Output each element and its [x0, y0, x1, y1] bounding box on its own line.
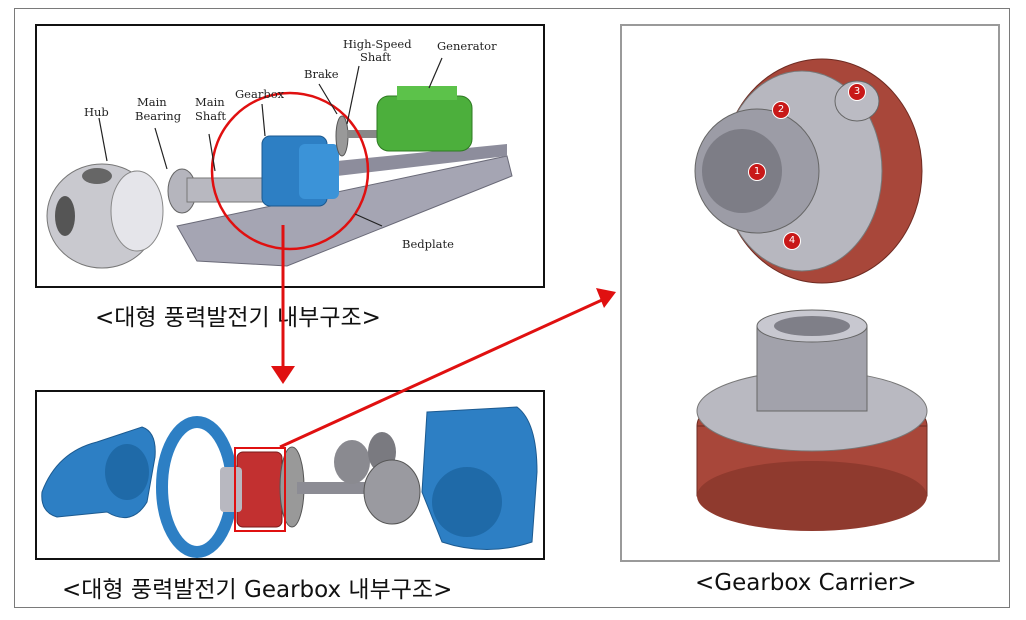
- label-gearbox: Gearbox: [235, 87, 285, 101]
- label-bedplate: Bedplate: [402, 237, 454, 251]
- generator-shape: [376, 95, 473, 152]
- gearbox-highlight-circle: [210, 91, 370, 251]
- label-brake: Brake: [304, 67, 339, 81]
- label-hss-1: High-Speed: [343, 37, 412, 51]
- marker-3: 3: [848, 83, 866, 101]
- gearbox-exploded-panel: [35, 390, 545, 560]
- label-hss-2: Shaft: [360, 50, 392, 64]
- caption-gearbox-structure: <대형 풍력발전기 Gearbox 내부구조>: [62, 577, 453, 603]
- carrier-photos: [694, 58, 928, 531]
- carrier-highlight-rect: [234, 447, 286, 532]
- gearbox-carrier-panel: 1 2 3 4: [620, 24, 1000, 562]
- label-generator: Generator: [437, 39, 497, 53]
- caption-turbine-structure: <대형 풍력발전기 내부구조>: [95, 305, 381, 331]
- turbine-structure-panel: Hub Main Bearing Main Shaft Gearbox Brak…: [35, 24, 545, 288]
- marker-1: 1: [748, 163, 766, 181]
- bedplate-shape: [176, 155, 513, 267]
- marker-2: 2: [772, 101, 790, 119]
- marker-4: 4: [783, 232, 801, 250]
- label-main-shaft-2: Shaft: [195, 109, 227, 123]
- caption-gearbox-carrier: <Gearbox Carrier>: [695, 570, 917, 596]
- label-main-bearing-2: Bearing: [135, 109, 182, 123]
- turbine-illustration: [46, 57, 513, 269]
- gearbox-exploded-illustration: [41, 406, 538, 558]
- label-hub: Hub: [84, 105, 109, 119]
- outer-frame: [14, 8, 1010, 608]
- label-main-shaft-1: Main: [195, 95, 225, 109]
- label-main-bearing-1: Main: [137, 95, 167, 109]
